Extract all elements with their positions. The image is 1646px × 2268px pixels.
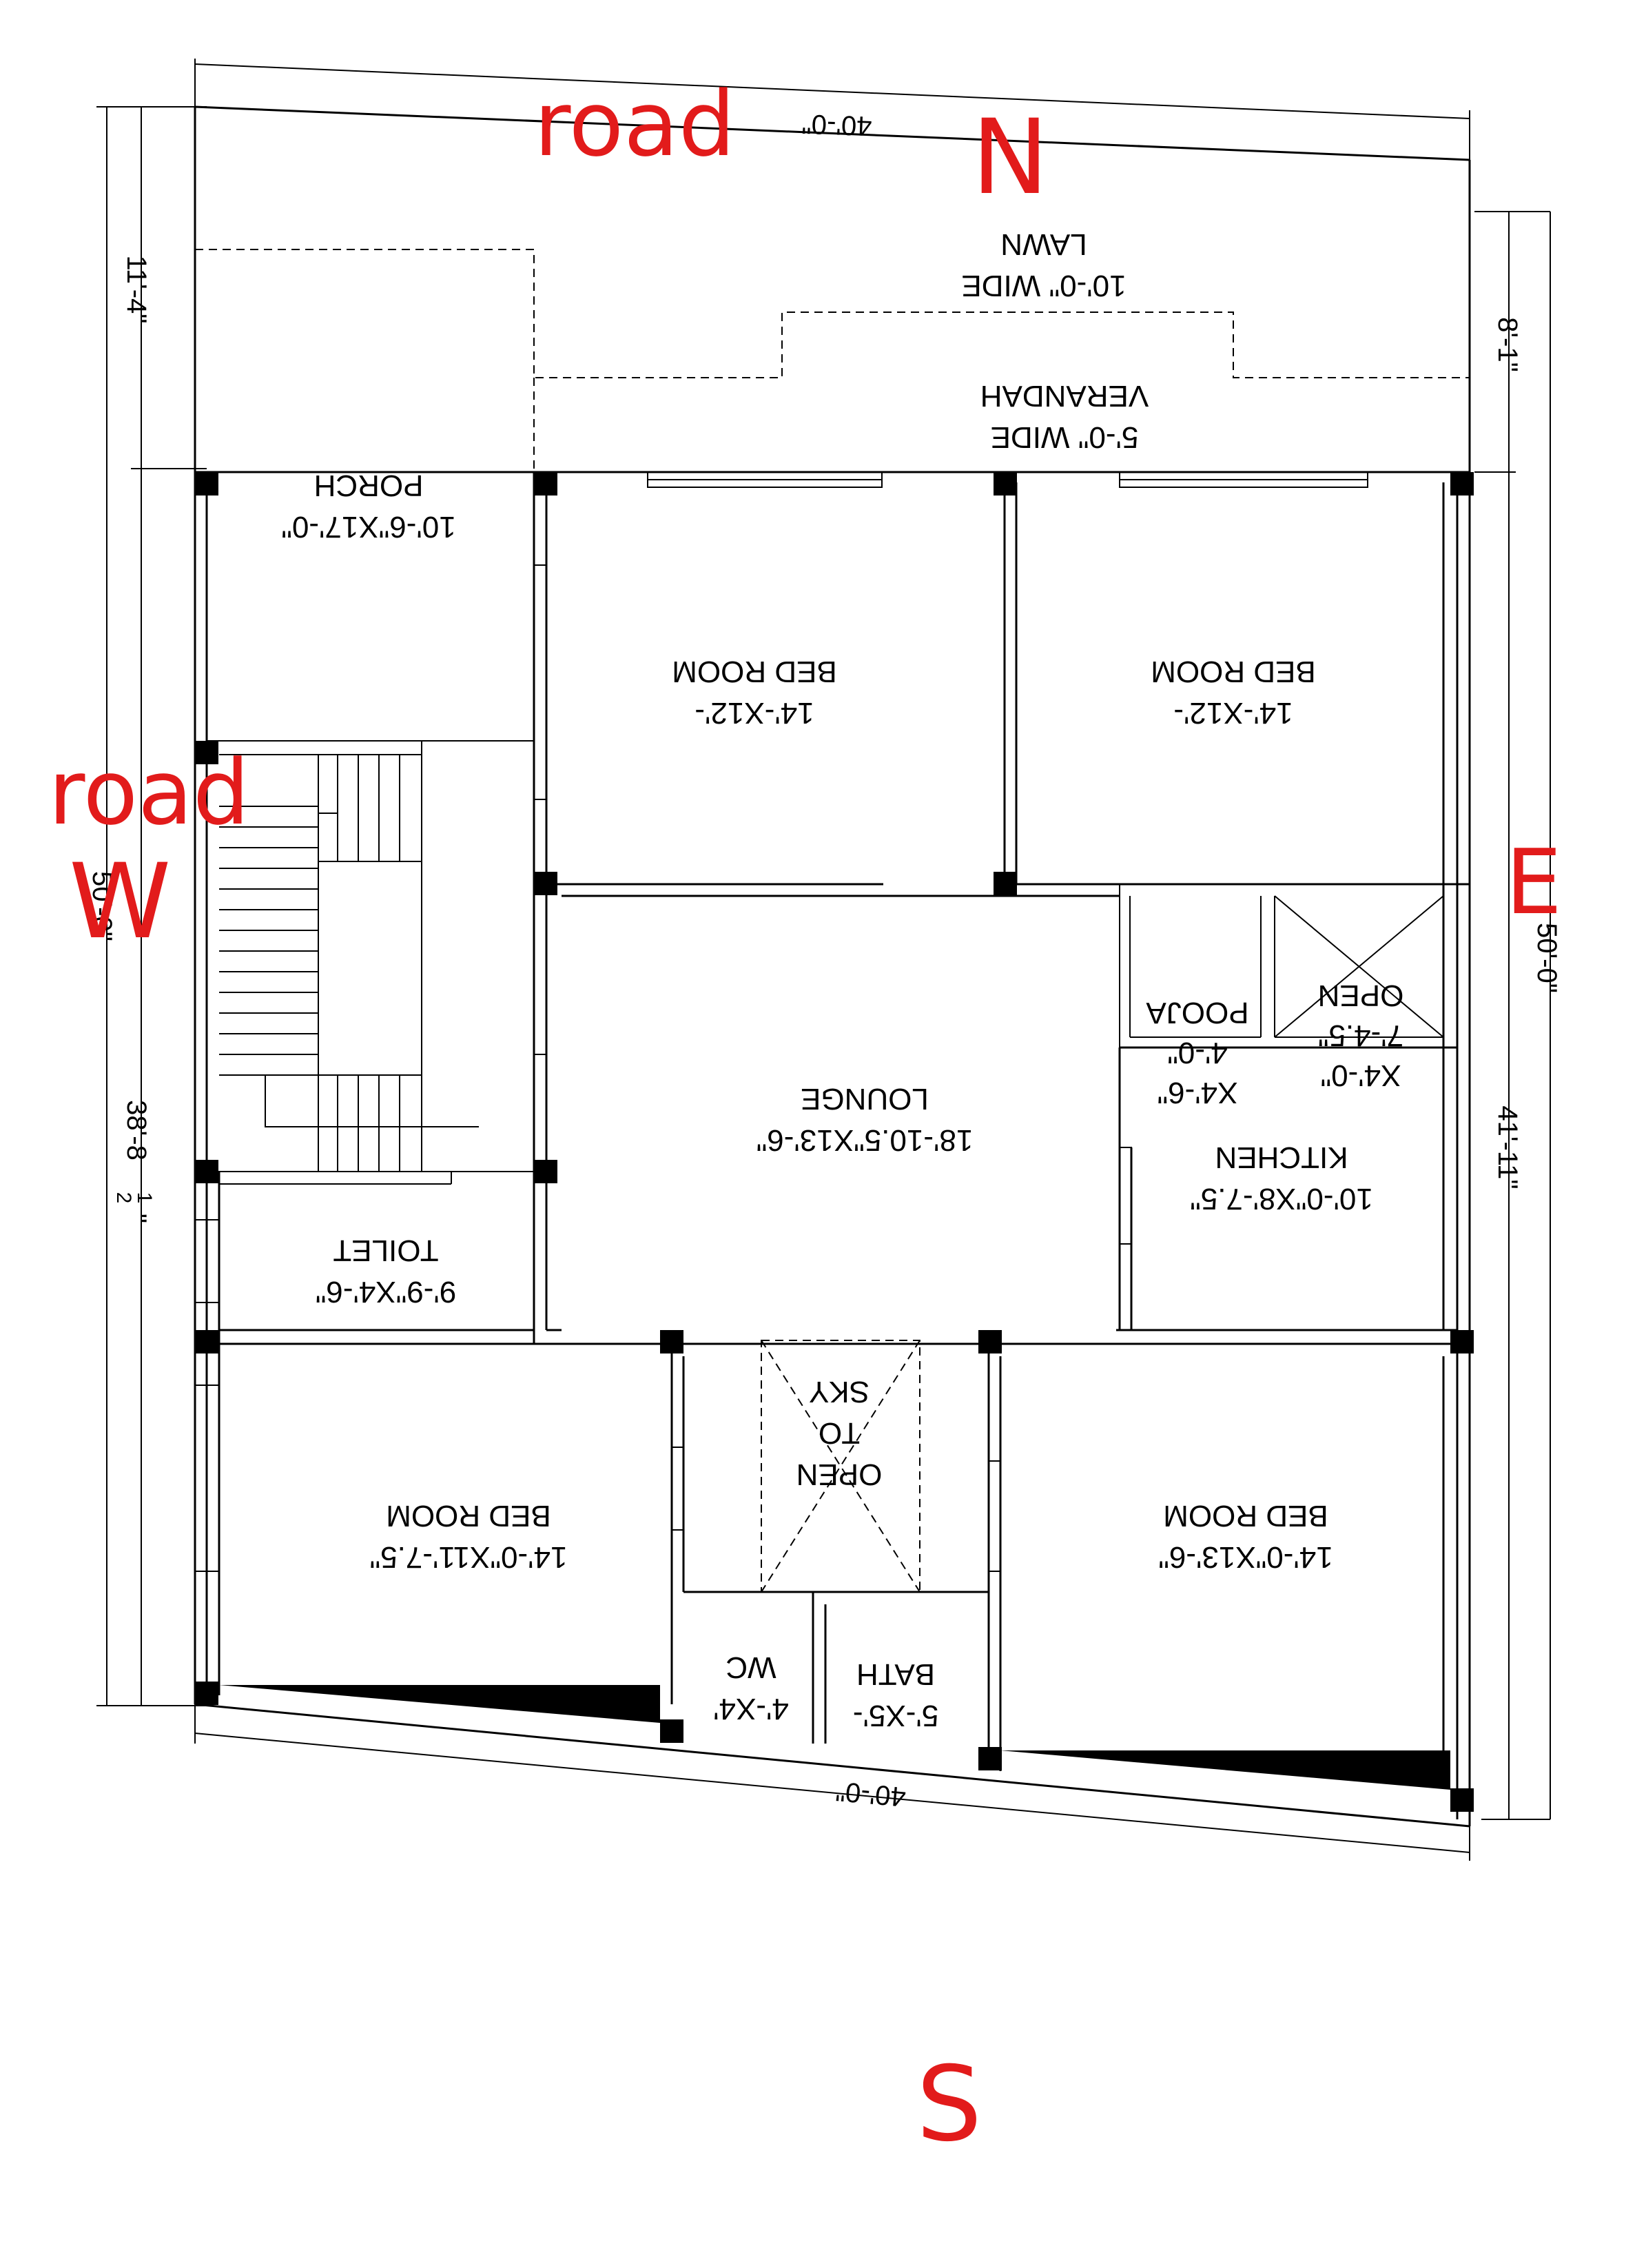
wc-size: 4'-X4' (713, 1692, 789, 1726)
left-total-label: 50'-0" (87, 871, 117, 941)
bed-room-4-name: BED ROOM (1163, 1499, 1328, 1533)
columns (195, 472, 1474, 1812)
dashed-outlines (195, 249, 1470, 472)
bed-room-2-size: 14'-X12'- (1173, 696, 1293, 730)
left-lower-inch: " (121, 1214, 152, 1223)
open-sky-line-2: TO (819, 1416, 860, 1450)
wc-name: WC (726, 1651, 776, 1684)
staircase (219, 755, 479, 1172)
right-upper-label: 8'-1" (1492, 317, 1523, 372)
road-left-annotation: road (48, 740, 249, 845)
bed-room-1-size: 14'-X12'- (695, 696, 814, 730)
lawn-size: 10'-0" WIDE (961, 269, 1126, 303)
road-top-annotation: road (534, 72, 735, 176)
boundary-wedges (219, 1685, 1450, 1790)
top-dimension: 40'-0" (194, 59, 1470, 179)
left-lower-fraction-den: 2 (112, 1192, 135, 1204)
south-annotation: S (916, 2045, 982, 2165)
windows (194, 471, 1368, 1572)
bed-room-3-size: 14'-0"X11'-7.5" (370, 1540, 568, 1574)
verandah-name: VERANDAH (980, 379, 1149, 413)
kitchen-size: 10'-0"X8'-7.5" (1190, 1182, 1373, 1216)
top-width-label: 40'-0" (801, 108, 872, 141)
pooja-size-1: 4'-0" (1167, 1036, 1228, 1070)
left-dimensions: 11'-4" 50'-0" 38'-8 1 2 " (87, 106, 207, 1706)
left-lower-label: 38'-8 (121, 1100, 152, 1161)
right-total-label: 50'-0" (1532, 923, 1562, 993)
lounge-size: 18'-10.5"X13'-6" (757, 1123, 974, 1157)
bed-room-4-size: 14'-0"X13'-6" (1158, 1540, 1333, 1574)
bed-room-2-name: BED ROOM (1151, 655, 1316, 688)
east-annotation: E (1505, 830, 1562, 934)
bath-size: 5'-X5'- (853, 1699, 938, 1733)
right-dimensions: 8'-1" 50'-0" 41'-11" (1474, 211, 1562, 1820)
open-areas (761, 895, 1444, 1593)
north-annotation: N (971, 98, 1049, 218)
pooja-size-2: X4'-6" (1158, 1076, 1238, 1110)
kitchen-name: KITCHEN (1215, 1141, 1348, 1174)
open-sky-line-1: OPEN (796, 1458, 883, 1491)
open-name: OPEN (1318, 979, 1404, 1012)
verandah-size: 5'-0" WIDE (991, 420, 1139, 454)
annotations: road road N W E S (48, 72, 1562, 2165)
lounge-name: LOUNGE (801, 1082, 929, 1116)
west-annotation: W (69, 842, 171, 962)
open-sky-line-3: SKY (809, 1375, 870, 1409)
bottom-width-label: 40'-0" (834, 1776, 907, 1812)
bottom-dimension: 40'-0" (194, 1692, 1470, 1861)
lawn-name: LAWN (1000, 227, 1087, 261)
bed-room-3-name: BED ROOM (386, 1499, 551, 1533)
left-upper-label: 11'-4" (121, 256, 152, 324)
porch-name: PORCH (314, 469, 424, 502)
open-size-2: X4'-0" (1321, 1059, 1401, 1092)
bath-name: BATH (856, 1657, 935, 1691)
open-size-1: 7'-4.5" (1318, 1019, 1403, 1052)
right-lower-label: 41'-11" (1492, 1105, 1523, 1189)
bed-room-1-name: BED ROOM (672, 655, 837, 688)
room-labels: LAWN 10'-0" WIDE VERANDAH 5'-0" WIDE POR… (281, 227, 1403, 1733)
left-lower-fraction-num: 1 (133, 1192, 156, 1204)
toilet-name: TOILET (333, 1234, 438, 1267)
pooja-name: POOJA (1146, 996, 1249, 1030)
toilet-size: 9'-9"X4'-6" (316, 1275, 457, 1309)
porch-size: 10'-6"X17'-0" (281, 510, 456, 544)
